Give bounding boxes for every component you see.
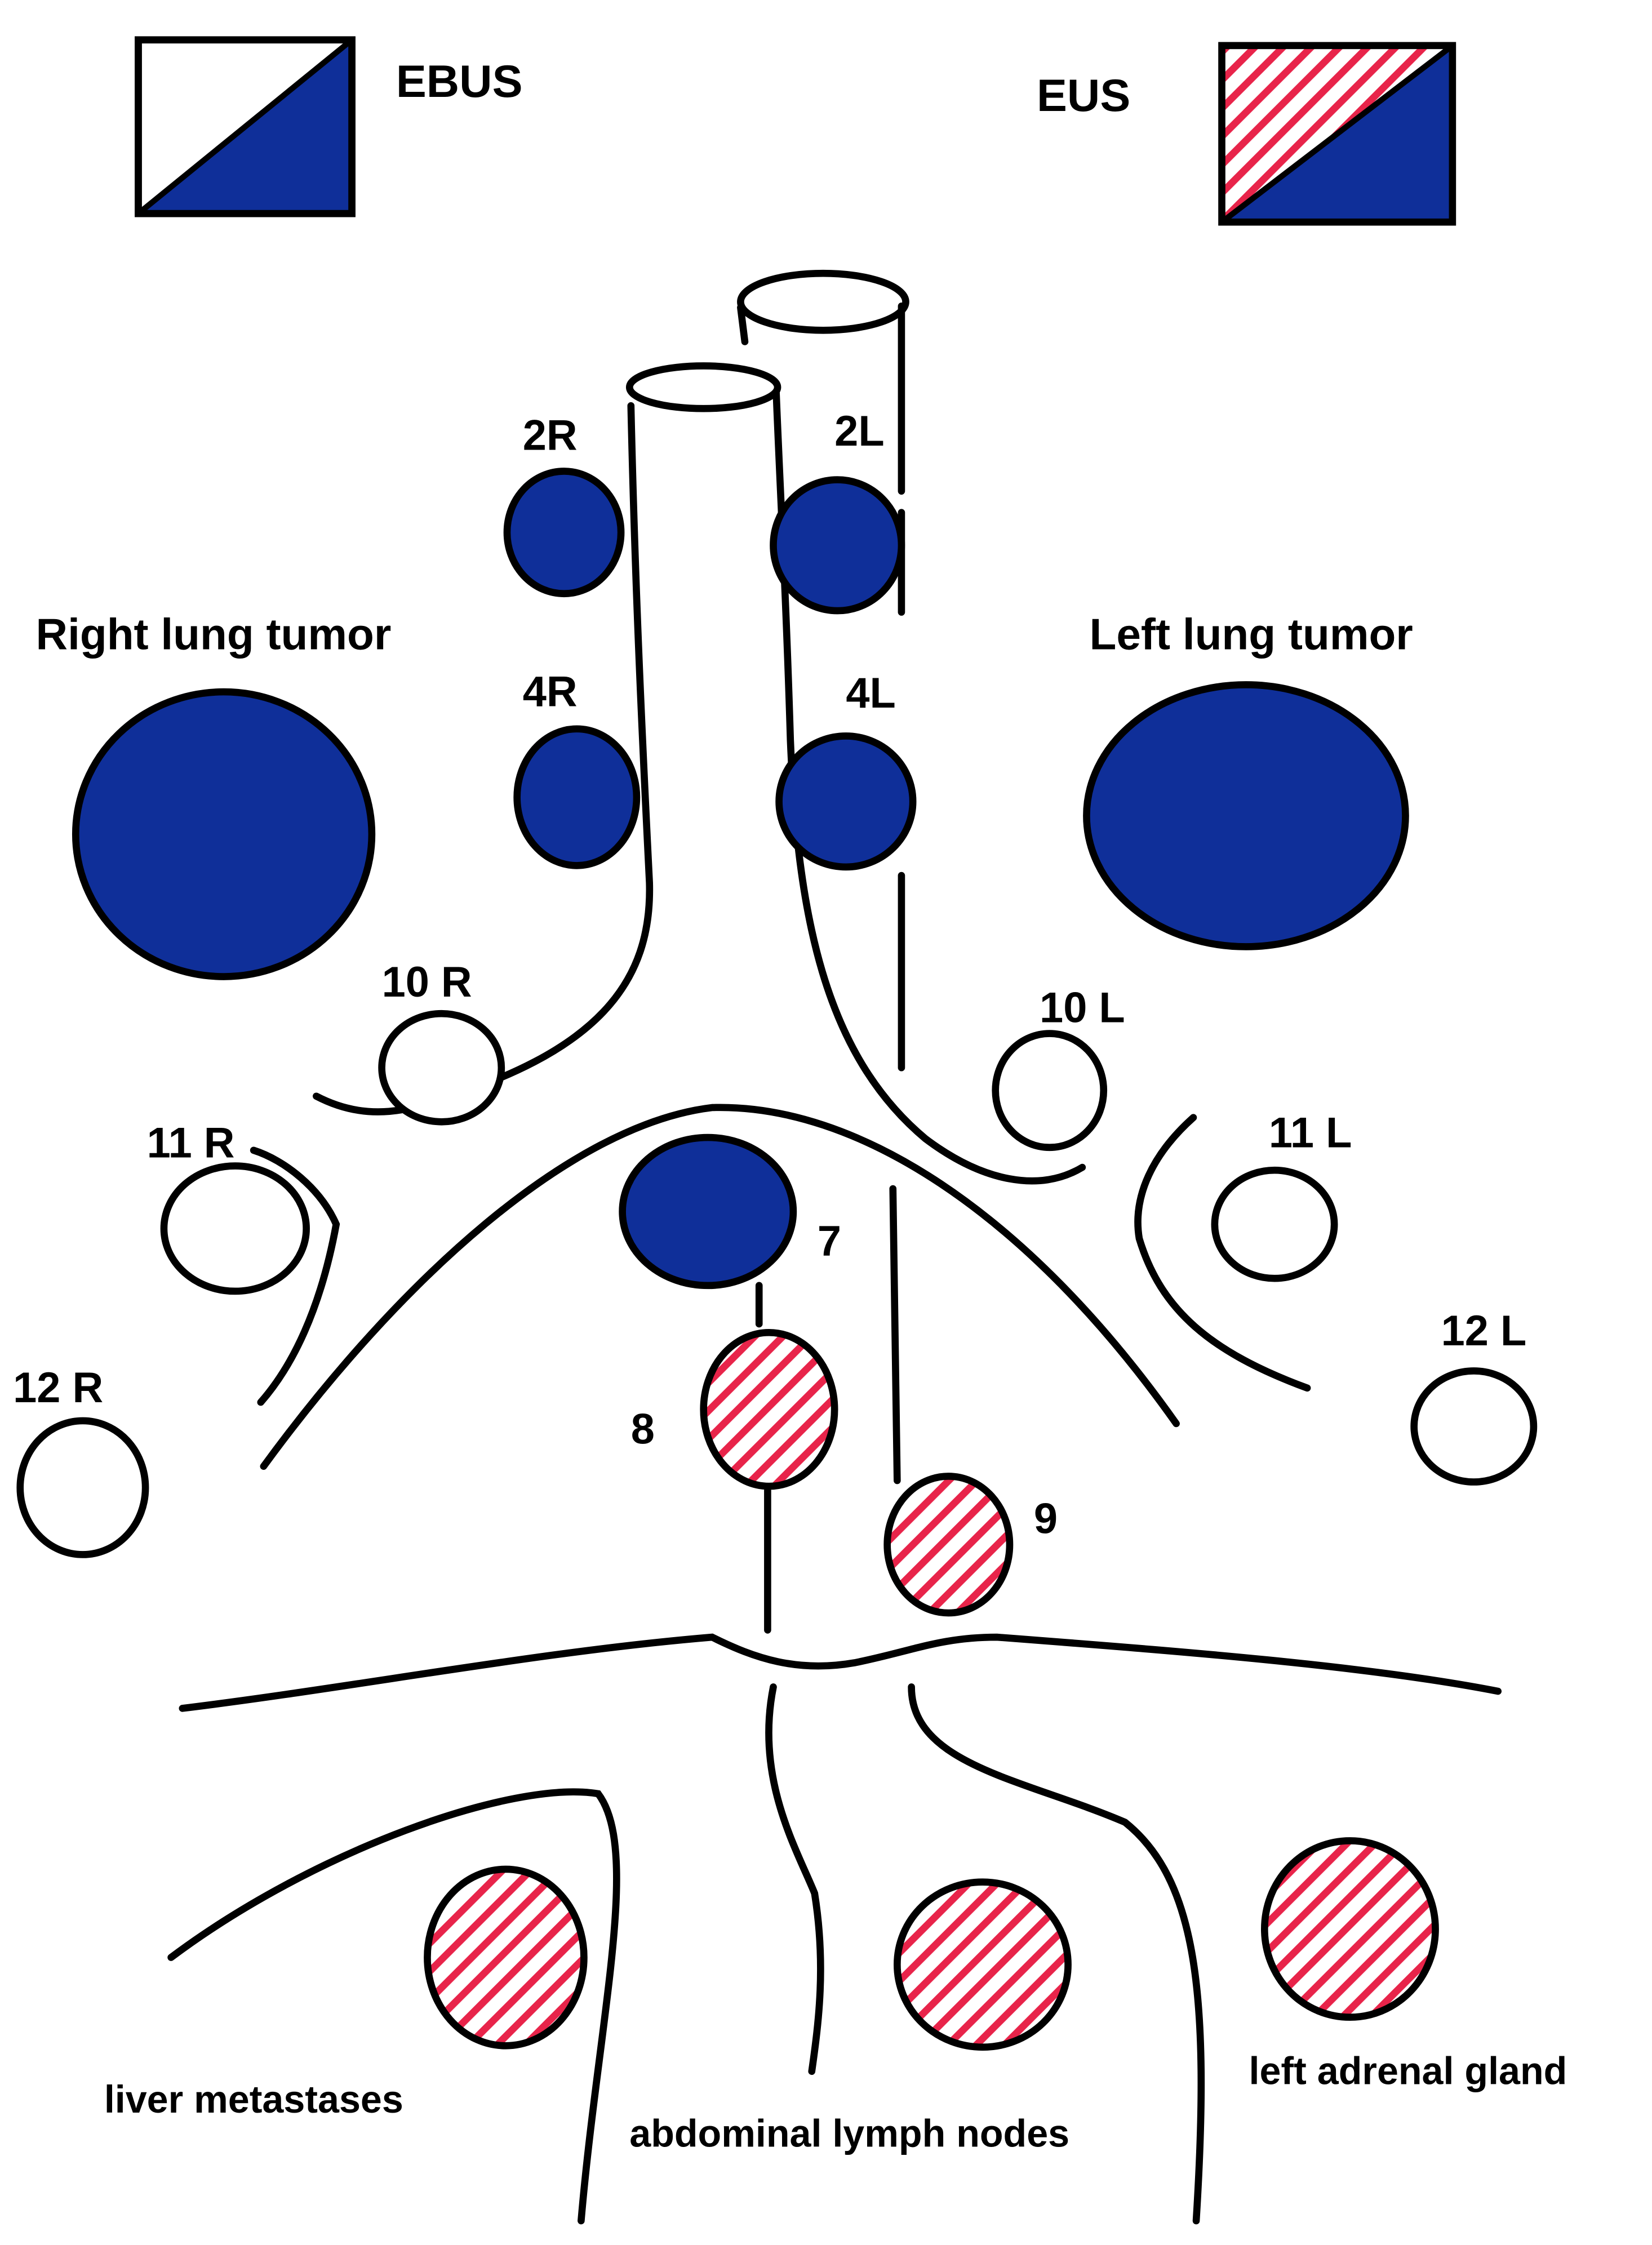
label-12l: 12 L xyxy=(1441,1307,1527,1355)
node-11r xyxy=(160,1162,310,1295)
label-11l: 11 L xyxy=(1269,1109,1352,1157)
abdominal-line-right xyxy=(908,1683,1205,2225)
label-2r: 2R xyxy=(523,412,578,460)
legend-eus-label: EUS xyxy=(1037,70,1130,121)
legend-eus-symbol xyxy=(1218,42,1456,226)
label-4r: 4R xyxy=(523,668,578,715)
label-left-lung-tumor: Left lung tumor xyxy=(1089,609,1413,659)
node-12l xyxy=(1410,1367,1538,1486)
esophagus-left-wall xyxy=(737,304,749,345)
carina-arch xyxy=(260,1104,1180,1470)
right-bronchus-curve xyxy=(250,1146,340,1406)
eus-nodes xyxy=(424,1328,1439,2051)
label-8: 8 xyxy=(631,1405,655,1453)
node-10r xyxy=(378,1010,505,1126)
label-10l: 10 L xyxy=(1040,984,1125,1032)
left-bronchus-curve xyxy=(1134,1114,1311,1392)
label-12r: 12 R xyxy=(13,1364,103,1412)
diaphragm xyxy=(179,1633,1502,1712)
ebus-nodes xyxy=(72,468,1409,1290)
label-abdominal-lymph-nodes: abdominal lymph nodes xyxy=(629,2113,1069,2155)
label-2l: 2L xyxy=(834,407,884,455)
node-2r xyxy=(503,468,625,598)
right-lung-tumor xyxy=(72,688,376,980)
label-11r: 11 R xyxy=(147,1119,235,1167)
node-7 xyxy=(619,1133,797,1290)
label-left-adrenal-gland: left adrenal gland xyxy=(1249,2050,1567,2093)
other-nodes xyxy=(16,1010,1538,1558)
liver-metastasis-lesion xyxy=(424,1865,588,2050)
label-10r: 10 R xyxy=(382,958,472,1006)
trachea-opening xyxy=(625,362,781,412)
esophagus-lower-wall xyxy=(889,1185,901,1484)
node-12r xyxy=(16,1417,149,1558)
label-4l: 4L xyxy=(846,669,895,717)
node-11l xyxy=(1211,1166,1338,1282)
label-9: 9 xyxy=(1034,1495,1058,1543)
label-7: 7 xyxy=(818,1217,841,1265)
node-4r xyxy=(513,725,641,869)
esophagus-opening xyxy=(737,269,909,334)
node-4l xyxy=(775,732,917,871)
labels: 2R 2L 4R 4L 7 8 9 10 R 10 L 11 R 11 L 12… xyxy=(13,407,1567,2155)
legend-ebus-label: EBUS xyxy=(396,56,523,107)
left-lung-tumor xyxy=(1083,681,1409,950)
abdominal-line-left xyxy=(765,1683,824,2075)
node-9 xyxy=(883,1473,1014,1617)
node-2l xyxy=(770,476,905,615)
node-10l xyxy=(992,1030,1108,1152)
airway xyxy=(167,269,1502,2225)
liver-boundary xyxy=(167,1788,620,2225)
node-8 xyxy=(700,1328,838,1490)
left-adrenal-lesion xyxy=(1260,1837,1439,2021)
legend: EBUS EUS xyxy=(135,36,1456,226)
label-liver-metastases: liver metastases xyxy=(104,2078,403,2121)
legend-ebus-symbol xyxy=(135,36,356,217)
abdominal-lymph-node-lesion xyxy=(894,1878,1072,2051)
label-right-lung-tumor: Right lung tumor xyxy=(36,609,392,659)
